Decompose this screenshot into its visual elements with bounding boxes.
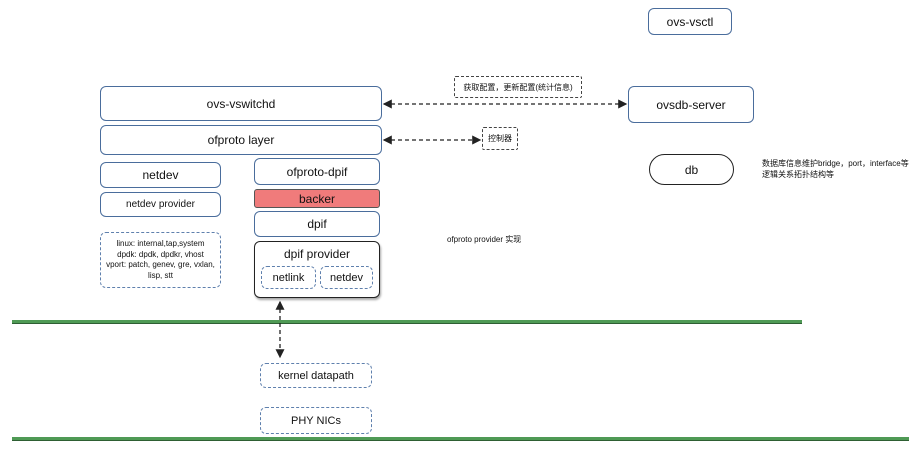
ovs-vswitchd-label: ovs-vswitchd — [206, 96, 276, 111]
get-config-label: 获取配置，更新配置(统计信息) — [463, 82, 573, 92]
ofproto-provider-impl-note: ofproto provider 实现 — [447, 235, 522, 244]
backer-label: backer — [298, 191, 336, 206]
netdev-types-line2: dpdk: dpdk, dpdkr, vhost — [117, 249, 204, 259]
ofproto-dpif-box: ofproto-dpif — [254, 158, 380, 185]
ovs-vswitchd-box: ovs-vswitchd — [100, 86, 382, 121]
ovsdb-server-label: ovsdb-server — [656, 97, 726, 112]
dpif-box: dpif — [254, 211, 380, 237]
netdev-provider-box: netdev provider — [100, 192, 221, 217]
db-note-line1: 数据库信息维护bridge，port，interface等 — [762, 159, 909, 168]
netdev-provider-label: netdev provider — [126, 199, 195, 210]
hardware-separator-line — [12, 437, 909, 441]
db-note: 数据库信息维护bridge，port，interface等 逻辑关系拓扑结构等 — [762, 158, 909, 180]
dpif-netdev-label: netdev — [329, 271, 364, 284]
ofproto-layer-label: ofproto layer — [207, 133, 275, 147]
kernel-datapath-box: kernel datapath — [260, 363, 372, 388]
dpif-label: dpif — [307, 217, 327, 231]
kernel-separator-shadow — [12, 323, 802, 324]
db-box: db — [649, 154, 734, 185]
netdev-types-line1: linux: internal,tap,system — [116, 239, 205, 248]
netdev-types-line3: vport: patch, genev, gre, vxlan, — [106, 260, 215, 269]
phy-nics-label: PHY NICs — [291, 414, 341, 427]
netdev-types-box: linux: internal,tap,system dpdk: dpdk, d… — [100, 232, 221, 288]
netdev-label: netdev — [142, 168, 179, 182]
netdev-types-line4: lisp, stt — [148, 270, 173, 280]
ofproto-layer-box: ofproto layer — [100, 125, 382, 155]
netdev-box: netdev — [100, 162, 221, 188]
controller-annotation: 控制器 — [482, 127, 518, 150]
dpif-netdev-box: netdev — [320, 266, 373, 289]
ovs-vsctl-label: ovs-vsctl — [666, 14, 714, 29]
ovs-vsctl-box: ovs-vsctl — [648, 8, 732, 35]
netlink-box: netlink — [261, 266, 316, 289]
phy-nics-box: PHY NICs — [260, 407, 372, 434]
get-config-annotation: 获取配置，更新配置(统计信息) — [454, 76, 582, 98]
backer-box: backer — [254, 189, 380, 208]
kernel-datapath-label: kernel datapath — [278, 369, 354, 382]
ovsdb-server-box: ovsdb-server — [628, 86, 754, 123]
controller-label: 控制器 — [488, 134, 512, 143]
netlink-label: netlink — [272, 271, 305, 284]
db-note-line2: 逻辑关系拓扑结构等 — [762, 170, 834, 179]
db-label: db — [684, 162, 699, 177]
kernel-separator-line — [12, 320, 802, 324]
dpif-provider-label: dpif provider — [283, 247, 351, 261]
ofproto-dpif-label: ofproto-dpif — [286, 164, 348, 179]
hardware-separator-shadow — [12, 440, 909, 441]
